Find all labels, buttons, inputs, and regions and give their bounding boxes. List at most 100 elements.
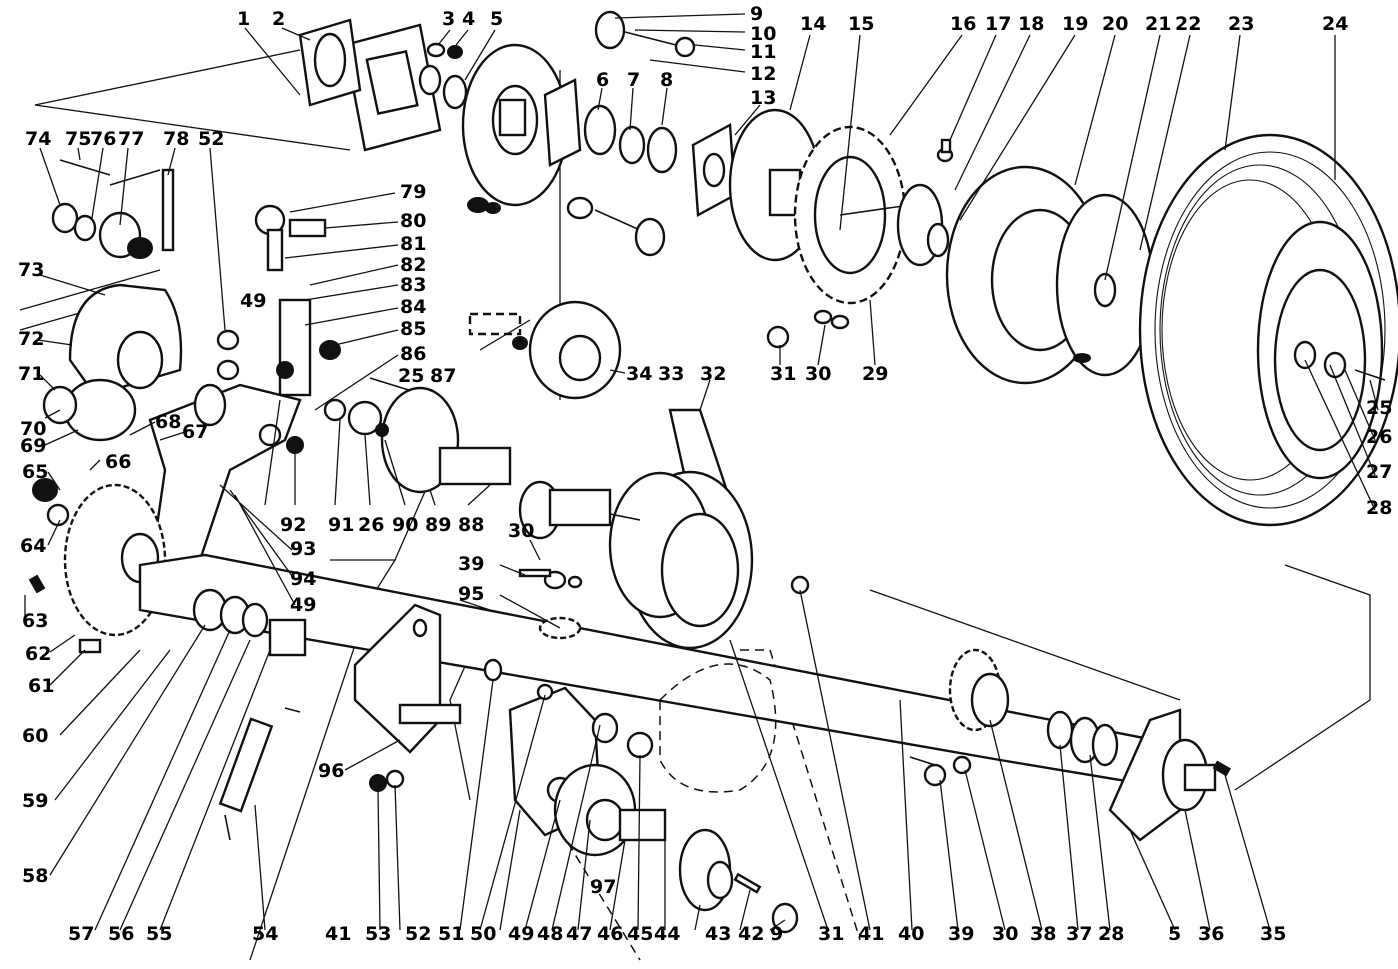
lower-bracket-parts-44-51 — [508, 683, 799, 934]
callout-40: 40 — [898, 923, 924, 945]
callout-68: 68 — [155, 411, 181, 433]
callout-20: 20 — [1102, 13, 1128, 35]
callout-14: 14 — [800, 13, 826, 35]
stub-axle-parts-88-92 — [286, 386, 512, 494]
callout-62: 62 — [25, 643, 51, 665]
callout-17: 17 — [985, 13, 1011, 35]
callout-33: 33 — [658, 363, 684, 385]
callout-45: 45 — [627, 923, 653, 945]
sprocket-part-38 — [948, 648, 1010, 732]
idler-arm-parts-79-86 — [216, 204, 416, 397]
cover-plate-dashed — [659, 663, 777, 793]
callout-70: 70 — [20, 418, 46, 440]
callout-89: 89 — [425, 514, 451, 536]
callout-71: 71 — [18, 363, 44, 385]
callout-21: 21 — [1145, 13, 1171, 35]
callout-65: 65 — [22, 461, 48, 483]
bracket-parts-52-53-96 — [353, 603, 503, 792]
callout-82: 82 — [400, 254, 426, 276]
callout-11: 11 — [750, 41, 776, 63]
callout-96: 96 — [318, 760, 344, 782]
callout-29: 29 — [862, 363, 888, 385]
callout-77: 77 — [118, 128, 144, 150]
callout-67: 67 — [182, 421, 208, 443]
collar-parts-37-28 — [1046, 710, 1119, 767]
callout-47: 47 — [566, 923, 592, 945]
callout-73: 73 — [18, 259, 44, 281]
callout-6: 6 — [596, 69, 609, 91]
sprocket-part-16 — [793, 125, 911, 305]
callout-9: 9 — [750, 3, 763, 25]
callout-59: 59 — [22, 790, 48, 812]
callout-80: 80 — [400, 210, 426, 232]
callout-53: 53 — [365, 923, 391, 945]
bearing-flange-parts-5-36 — [1108, 708, 1231, 842]
callout-30-mid: 30 — [805, 363, 831, 385]
callout-9-bottom: 9 — [770, 923, 783, 945]
callout-44: 44 — [654, 923, 680, 945]
callout-72: 72 — [18, 328, 44, 350]
callout-32: 32 — [700, 363, 726, 385]
cover-part-73 — [68, 283, 183, 397]
callout-39-mid: 39 — [458, 553, 484, 575]
spring-part-54 — [218, 707, 301, 841]
drive-drum-part-32 — [608, 408, 754, 650]
washers-3-4 — [418, 42, 468, 110]
callout-78: 78 — [163, 128, 189, 150]
callout-41-bottom: 41 — [858, 923, 884, 945]
callout-93: 93 — [290, 538, 316, 560]
callout-10: 10 — [750, 23, 776, 45]
callout-19: 19 — [1062, 13, 1088, 35]
callout-1: 1 — [237, 8, 250, 30]
callout-leader-lines — [24, 13, 1379, 931]
callout-2: 2 — [272, 8, 285, 30]
callout-64: 64 — [20, 535, 46, 557]
callout-24: 24 — [1322, 13, 1348, 35]
callout-4: 4 — [462, 8, 475, 30]
callout-79: 79 — [400, 181, 426, 203]
callout-37: 37 — [1066, 923, 1092, 945]
callout-15: 15 — [848, 13, 874, 35]
callout-5: 5 — [490, 8, 503, 30]
callout-31-bottom: 31 — [818, 923, 844, 945]
callout-85: 85 — [400, 318, 426, 340]
callout-41-left: 41 — [325, 923, 351, 945]
small-parts-74-78 — [51, 159, 175, 259]
callout-42: 42 — [738, 923, 764, 945]
callout-95: 95 — [458, 583, 484, 605]
callout-81: 81 — [400, 233, 426, 255]
callout-76: 76 — [90, 128, 116, 150]
callout-25-right: 25 — [1366, 397, 1392, 419]
callout-34: 34 — [626, 363, 652, 385]
callout-3: 3 — [442, 8, 455, 30]
callout-60: 60 — [22, 725, 48, 747]
chain-parts-29-31 — [518, 309, 850, 640]
callout-30-left: 30 — [508, 520, 534, 542]
callout-55: 55 — [146, 923, 172, 945]
callout-84: 84 — [400, 296, 426, 318]
idler-pulley-parts-33-34 — [468, 300, 622, 400]
callout-54: 54 — [252, 923, 278, 945]
callout-50: 50 — [470, 923, 496, 945]
callout-28-bottom: 28 — [1098, 923, 1124, 945]
callout-69: 69 — [20, 435, 46, 457]
callout-28-right: 28 — [1366, 497, 1392, 519]
callout-46: 46 — [597, 923, 623, 945]
callout-7: 7 — [627, 69, 640, 91]
main-axle-shaft — [138, 553, 1182, 792]
callout-83: 83 — [400, 274, 426, 296]
brake-disc-part-5 — [461, 43, 569, 214]
swing-arm-parts-67-70 — [42, 378, 302, 577]
callout-74: 74 — [25, 128, 51, 150]
callout-97: 97 — [590, 876, 616, 898]
callout-39-bottom: 39 — [948, 923, 974, 945]
callout-labels: 1 2 3 4 5 9 10 11 12 6 7 8 13 14 15 16 1… — [18, 3, 1392, 945]
callout-48: 48 — [537, 923, 563, 945]
callout-57: 57 — [68, 923, 94, 945]
callout-87: 87 — [430, 365, 456, 387]
callout-61: 61 — [28, 675, 54, 697]
callout-90: 90 — [392, 514, 418, 536]
callout-51: 51 — [438, 923, 464, 945]
callout-36: 36 — [1198, 923, 1224, 945]
callout-12: 12 — [750, 63, 776, 85]
